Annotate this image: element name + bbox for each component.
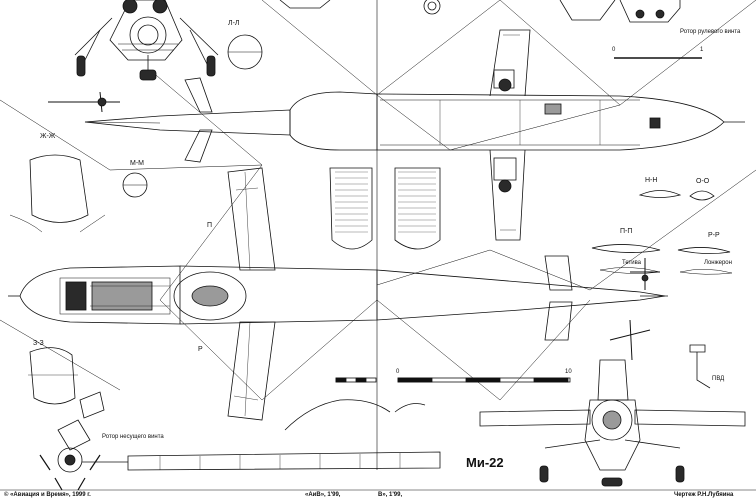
footer-copyright: © «Авиация и Время», 1999 г. — [4, 492, 91, 498]
label-section-zhzh: Ж-Ж — [40, 133, 56, 140]
label-section-pp: П-П — [620, 228, 633, 235]
scale-bar-right — [397, 377, 571, 383]
section-nn — [638, 190, 682, 198]
caption-tail-rotor: Ротор рулевого винта — [680, 29, 741, 35]
top-view-upper — [48, 29, 745, 241]
main-rotor-blade — [127, 451, 441, 471]
pvd-probe — [689, 344, 711, 389]
label-pvd: ПВД — [712, 376, 725, 382]
blade-arcs — [284, 399, 426, 431]
footer-issue-left: «АиВ», 1'99, — [305, 492, 341, 498]
caption-main-rotor: Ротор несущего винта — [102, 434, 164, 440]
rear-view — [479, 319, 746, 487]
scale-bar-left — [335, 377, 377, 383]
main-rotor-hub — [39, 391, 128, 491]
scale-zero-right: 0 — [396, 369, 400, 375]
front-view-top — [74, 0, 219, 81]
caption-blade-note-1: Тетива — [622, 260, 642, 266]
construction-lines — [0, 0, 756, 401]
section-zz — [28, 347, 78, 405]
scale-one-top: 1 — [700, 47, 704, 53]
footer-author: Чертеж Р.Н.Лубяина — [674, 492, 734, 498]
label-section-ll: Л-Л — [228, 20, 240, 27]
wing-panel-right — [394, 167, 441, 250]
footer-issue-right: В», 1'99, — [378, 492, 403, 498]
section-ll — [227, 34, 263, 70]
section-rr — [677, 247, 733, 275]
section-mm — [122, 172, 148, 198]
label-section-zz: З-З — [33, 340, 44, 347]
header-details — [279, 0, 681, 23]
scale-ten-right: 10 — [565, 369, 572, 375]
label-mark-p: П — [207, 222, 213, 229]
scale-zero-top: 0 — [612, 47, 616, 53]
caption-blade-note-2: Лонжерон — [704, 260, 732, 266]
plan-view-main — [8, 167, 668, 421]
label-mark-r: Р — [198, 346, 203, 353]
label-section-mm: М-М — [130, 160, 144, 167]
label-section-oo: О-О — [696, 178, 710, 185]
label-section-rr: Р-Р — [708, 232, 720, 239]
section-pp — [591, 244, 661, 274]
section-zhzh — [9, 154, 106, 233]
section-oo — [689, 190, 715, 201]
label-section-nn: Н-Н — [645, 177, 658, 184]
drawing-title: Ми-22 — [466, 455, 504, 470]
wing-panel-left — [329, 167, 373, 250]
